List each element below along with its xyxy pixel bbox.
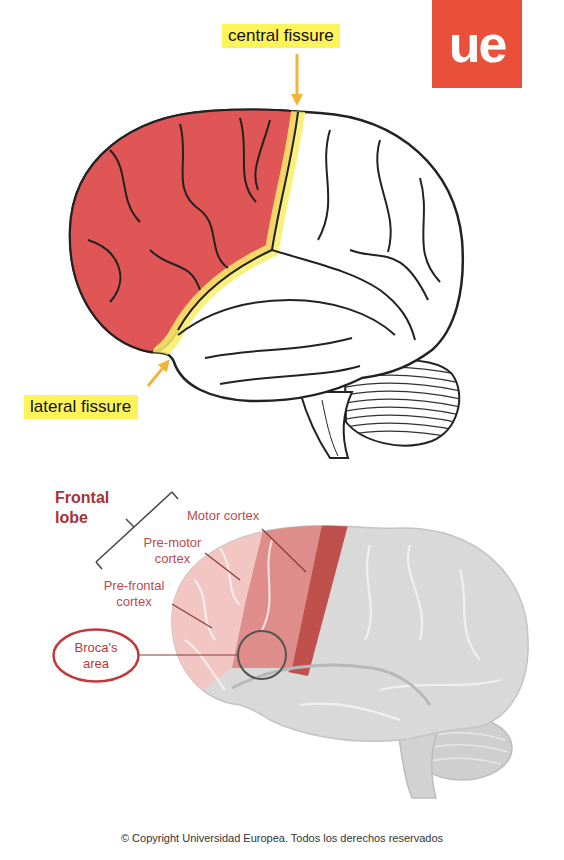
oval-callout: Broca's area — [52, 628, 140, 683]
gyri-lines — [240, 118, 256, 202]
bracket — [96, 562, 102, 569]
cerebellum — [340, 391, 465, 400]
oval-outline — [54, 630, 139, 682]
motor-region — [288, 510, 352, 676]
cerebrum — [70, 110, 463, 401]
gyri-lines — [178, 300, 395, 335]
gyri-lines — [180, 124, 228, 268]
cerebrum — [150, 510, 500, 730]
frontal-lobe-region — [70, 110, 298, 352]
region-heading: Frontal lobe — [55, 488, 121, 528]
highlight-label: lateral fissure — [24, 395, 138, 419]
gyri-lines — [178, 112, 298, 330]
cerebellum-folds — [424, 758, 500, 764]
leader-line — [134, 654, 237, 655]
gyri-lines — [255, 120, 270, 190]
gyri-lines — [420, 178, 440, 282]
cerebellum — [340, 407, 465, 416]
cerebellum — [340, 399, 465, 408]
cerebrum — [70, 110, 463, 401]
cerebellum — [340, 431, 465, 440]
region-label: Motor cortex — [187, 508, 287, 524]
gyri-lines — [408, 545, 422, 640]
cerebellum — [340, 423, 465, 432]
cerebellum — [340, 415, 465, 424]
bracket — [172, 492, 178, 499]
gyri-lines — [272, 250, 415, 340]
gyri-lines — [318, 130, 330, 240]
pointer-arrow — [296, 54, 299, 100]
node-text: Broca's area — [68, 640, 124, 672]
highlight-label: central fissure — [222, 24, 340, 48]
gyri-lines — [380, 680, 500, 690]
gyri-lines — [88, 112, 440, 384]
highlight-circle — [238, 631, 286, 679]
region-label: Pre-motor cortex — [135, 535, 210, 567]
gyri-lines — [365, 545, 371, 640]
gyri-lines — [262, 540, 272, 630]
brainstem — [300, 392, 352, 458]
pointer-arrow — [148, 364, 166, 386]
cerebellum — [340, 383, 465, 392]
gyri-lines — [205, 338, 352, 358]
leader-line — [172, 604, 212, 628]
fissure-highlight — [160, 112, 298, 352]
region-label: Pre-frontal cortex — [92, 578, 176, 610]
cerebrum — [150, 510, 528, 741]
logo-box: ue — [432, 0, 522, 88]
gyri-lines — [110, 150, 140, 222]
gyri-lines — [88, 240, 120, 302]
node-text: lateral fissure — [30, 397, 131, 417]
leader-line — [205, 553, 240, 580]
gyri-lines — [460, 570, 480, 660]
gyri-lines — [185, 640, 225, 690]
lateral-sulcus — [232, 665, 430, 705]
leader-line — [262, 529, 306, 572]
gyri-lines — [220, 366, 360, 384]
node-text: central fissure — [228, 26, 334, 46]
brainstem — [300, 392, 352, 458]
fissure-highlight — [160, 112, 298, 352]
gyri-lines — [195, 580, 215, 640]
pointer-arrow — [148, 54, 297, 386]
copyright-caption: © Copyright Universidad Europea. Todos l… — [0, 832, 564, 844]
brainstem — [322, 400, 338, 456]
gyri-lines — [300, 704, 400, 720]
bracket — [126, 519, 134, 527]
gyri-lines — [377, 140, 390, 252]
gyri-lines — [185, 540, 500, 720]
gyri-lines — [150, 250, 200, 290]
gyri-lines — [350, 250, 428, 300]
node-text: ue — [449, 18, 506, 70]
gyri-lines — [220, 548, 240, 605]
